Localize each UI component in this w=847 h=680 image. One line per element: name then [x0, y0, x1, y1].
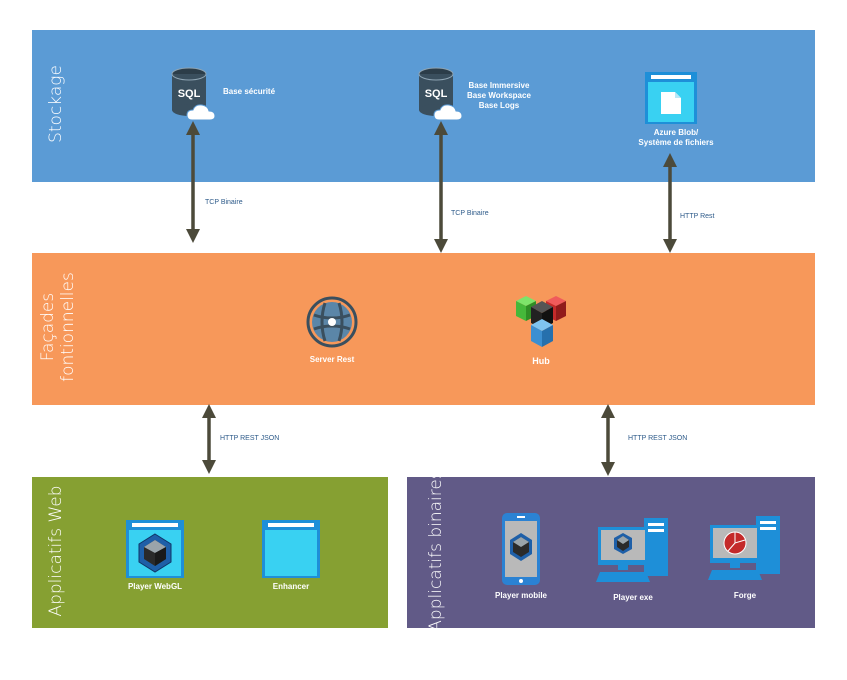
facades-panel-title: Façades fontionnelles — [38, 257, 78, 397]
desktop-icon — [708, 516, 780, 580]
label-line-base-workspace: Base Workspace — [467, 91, 531, 100]
label-line-azure-blob: Azure Blob/ — [653, 128, 699, 137]
sql-cloud-icon: SQL — [171, 67, 216, 121]
label-line-base-logs: Base Logs — [478, 101, 520, 110]
sql-immersive-label: Base Immersive Base Workspace Base Logs — [467, 81, 531, 111]
facades-panel: Façades fontionnelles — [32, 253, 815, 405]
player-mobile-label: Player mobile — [494, 591, 548, 600]
sql-text: SQL — [425, 88, 448, 100]
hub-label: Hub — [532, 356, 550, 366]
sql-text: SQL — [178, 88, 201, 100]
player-webgl-label: Player WebGL — [127, 582, 183, 591]
web-apps-panel: Applicatifs Web — [32, 477, 388, 628]
mobile-icon — [502, 513, 540, 585]
globe-network-icon — [306, 296, 358, 348]
label-tcp-binaire-1: TCP Binaire — [205, 199, 243, 206]
azure-blob-label: Azure Blob/ Système de fichiers — [638, 128, 713, 148]
server-rest-label: Server Rest — [309, 355, 355, 364]
web-apps-panel-title: Applicatifs Web — [46, 485, 66, 617]
label-tcp-binaire-2: TCP Binaire — [451, 210, 489, 217]
player-exe-label: Player exe — [613, 593, 653, 602]
desktop-icon — [596, 518, 668, 582]
binary-apps-panel-title: Applicatifs binaires — [426, 470, 446, 632]
label-line-file-system: Système de fichiers — [638, 138, 714, 147]
sql-cloud-icon: SQL — [418, 67, 463, 121]
label-http-rest-json-binary: HTTP REST JSON — [628, 435, 688, 442]
web-app-icon — [262, 520, 320, 578]
forge-label: Forge — [733, 591, 757, 600]
azure-blob-icon — [645, 72, 697, 124]
sql-security-label: Base sécurité — [223, 87, 276, 96]
cubes-icon — [516, 296, 566, 347]
storage-panel-title: Stockage — [46, 65, 66, 143]
enhancer-label: Enhancer — [272, 582, 310, 591]
label-line-base-immersive: Base Immersive — [468, 81, 530, 90]
label-http-rest: HTTP Rest — [680, 213, 715, 220]
label-http-rest-json-web: HTTP REST JSON — [220, 435, 280, 442]
facades-title-line1: Façades — [38, 292, 58, 362]
facades-title-line2: fontionnelles — [58, 272, 78, 382]
web-app-icon — [126, 520, 184, 578]
